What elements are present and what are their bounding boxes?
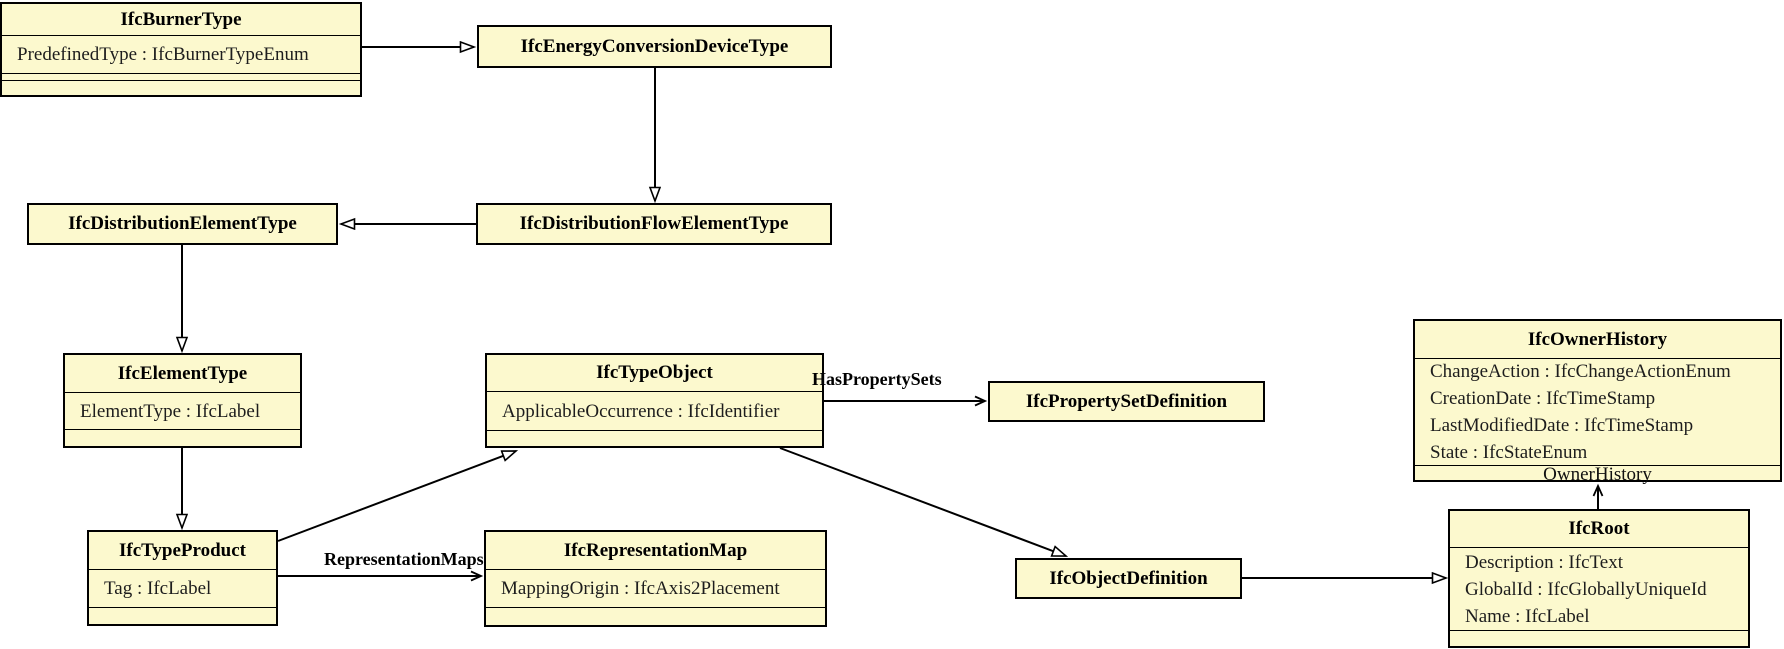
class-attribute: ElementType : IfcLabel [80,400,261,422]
representationmaps-edge-label: RepresentationMaps [324,549,484,569]
class-box-ifctypeproduct[interactable]: IfcTypeProduct Tag : IfcLabel [87,530,278,626]
class-attributes: Tag : IfcLabel [89,569,276,607]
class-box-ifcownerhistory[interactable]: IfcOwnerHistory ChangeAction : IfcChange… [1413,319,1782,484]
class-title: IfcEnergyConversionDeviceType [520,35,789,57]
class-title: IfcTypeObject [596,362,713,383]
class-box-ifcrepresentationmap[interactable]: IfcRepresentationMap MappingOrigin : Ifc… [484,530,827,627]
class-title: IfcDistributionElementType [68,213,297,234]
class-title: IfcPropertySetDefinition [1025,390,1228,412]
class-attributes: MappingOrigin : IfcAxis2Placement [486,569,825,607]
class-title: IfcElementType [117,362,248,384]
class-box-ifcpropertysetdefinition[interactable]: IfcPropertySetDefinition [988,381,1265,422]
class-box-ifcdistributionflowelementtype[interactable]: IfcDistributionFlowElementType [476,203,832,245]
empty-compartment [2,80,360,95]
class-box-ifcdistributionelementtype[interactable]: IfcDistributionElementType [27,203,338,245]
class-title: IfcRoot [1568,518,1630,539]
empty-compartment [65,429,300,446]
generalization-arrow-typeproduct-to-typeobject [277,450,516,542]
class-attribute: ApplicableOccurrence : IfcIdentifier [502,400,780,422]
class-attribute: Tag : IfcLabel [104,578,212,599]
class-title: IfcDistributionFlowElementType [519,213,789,234]
class-attribute: CreationDate : IfcTimeStamp [1430,388,1656,409]
class-attributes: PredefinedType : IfcBurnerTypeEnum [2,35,360,73]
class-title: IfcBurnerType [120,8,242,30]
class-box-ifctypeobject[interactable]: IfcTypeObject ApplicableOccurrence : Ifc… [485,353,824,448]
class-attribute: MappingOrigin : IfcAxis2Placement [501,578,780,599]
class-box-ifcelementtype[interactable]: IfcElementType ElementType : IfcLabel [63,353,302,448]
haspropertysets-edge-label: HasPropertySets [812,369,942,389]
class-box-ifcenergyconversiondevicetype[interactable]: IfcEnergyConversionDeviceType [477,25,832,68]
class-box-ifcburnertype[interactable]: IfcBurnerType PredefinedType : IfcBurner… [0,2,362,97]
class-attributes: ApplicableOccurrence : IfcIdentifier [487,391,822,430]
class-title: IfcObjectDefinition [1049,567,1208,589]
class-attribute: Name : IfcLabel [1465,605,1590,627]
class-title: IfcTypeProduct [118,539,246,561]
class-attributes: Description : IfcText GlobalId : IfcGlob… [1450,547,1748,630]
empty-compartment [486,607,825,625]
class-box-ifcobjectdefinition[interactable]: IfcObjectDefinition [1015,558,1242,599]
class-title: IfcOwnerHistory [1527,328,1668,350]
empty-compartment [487,430,822,446]
class-attributes: ChangeAction : IfcChangeActionEnum Creat… [1415,358,1780,465]
class-attribute: GlobalId : IfcGloballyUniqueId [1465,578,1707,600]
class-attribute: State : IfcStateEnum [1430,442,1588,463]
class-attributes: ElementType : IfcLabel [65,392,300,429]
class-attribute: LastModifiedDate : IfcTimeStamp [1430,415,1694,436]
empty-compartment [89,607,276,624]
empty-compartment [1450,630,1748,646]
class-box-ifcroot[interactable]: IfcRoot Description : IfcText GlobalId :… [1448,509,1750,648]
class-attribute: PredefinedType : IfcBurnerTypeEnum [17,44,309,65]
class-attribute: Description : IfcText [1465,551,1624,573]
class-title: IfcRepresentationMap [563,539,748,561]
ownerhistory-role-label: OwnerHistory [1415,465,1780,484]
empty-compartment [2,73,360,80]
class-attribute: ChangeAction : IfcChangeActionEnum [1430,361,1731,382]
